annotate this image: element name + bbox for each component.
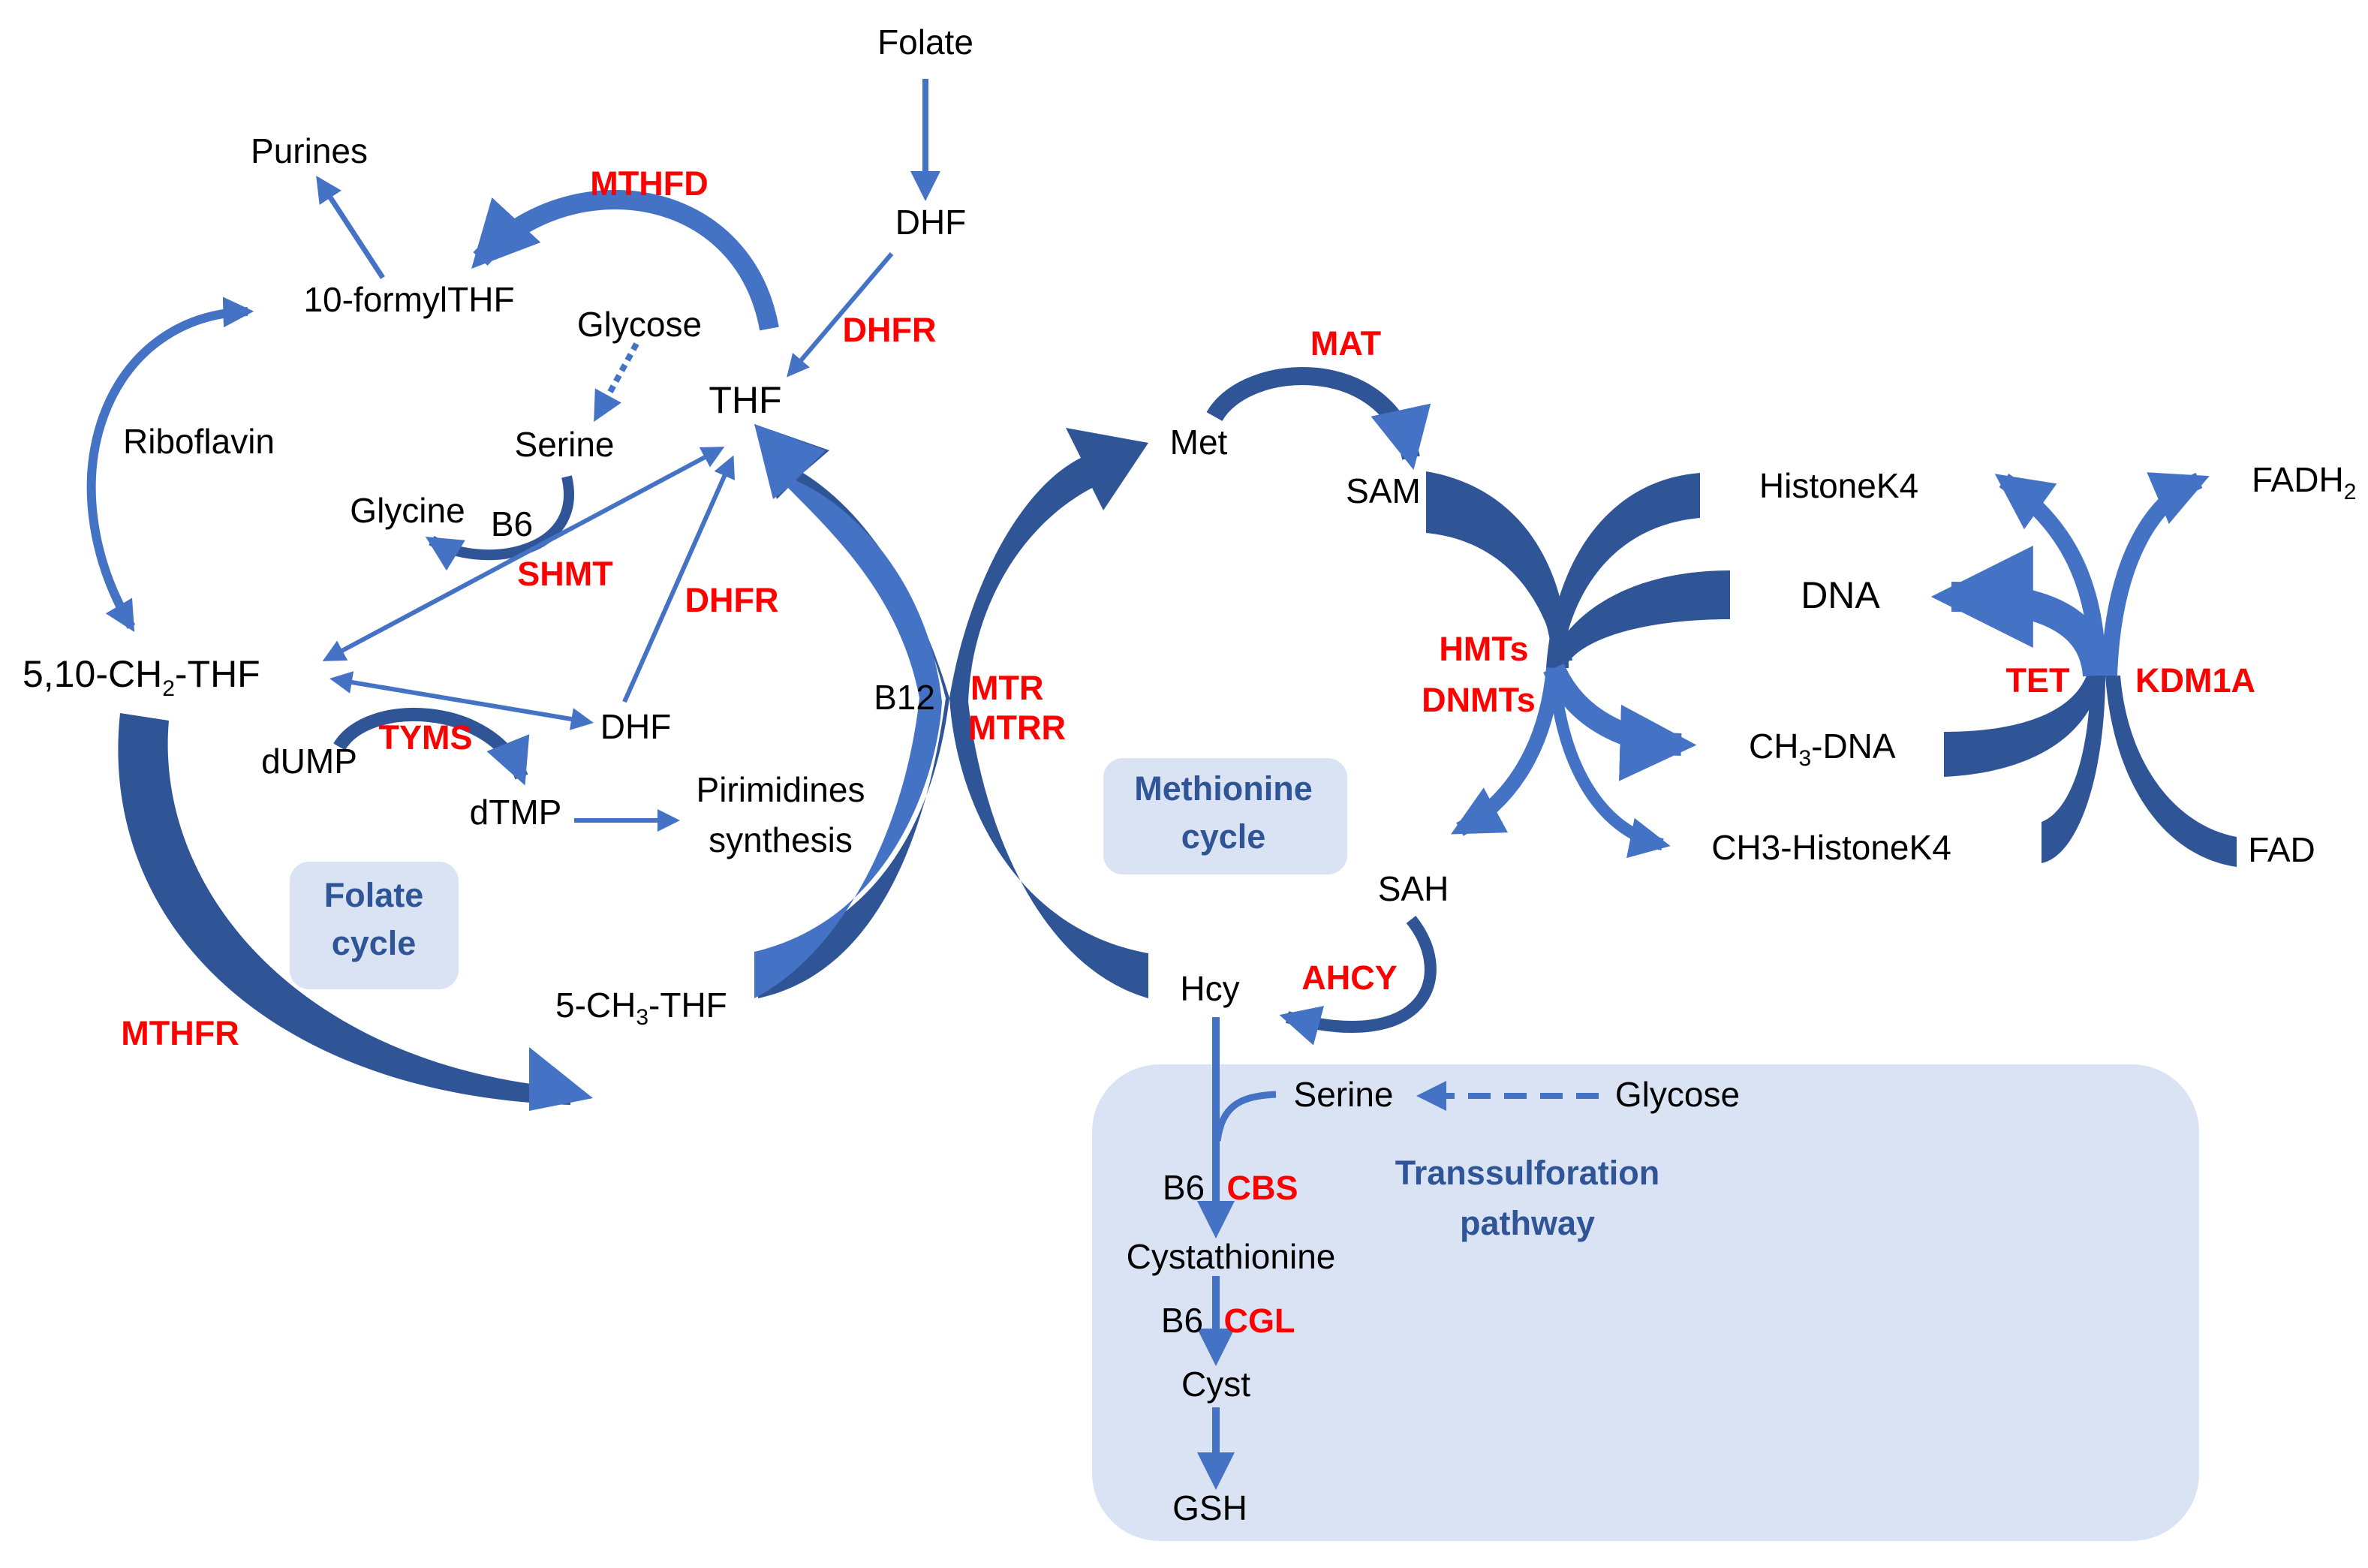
b6-cgl-label: B6 [1161,1301,1203,1340]
histone-label: HistoneK4 [1759,466,1918,505]
mtr-main-band [754,424,942,998]
methyl-thf-label: 5-CH3-THF [555,986,727,1030]
formyl-thf-label: 10-formylTHF [303,280,514,319]
dhf-mid-label: DHF [600,707,672,746]
transsulfuration-title-line1: Transsulforation [1395,1154,1660,1192]
mthfd-enzyme-label: MTHFD [590,164,708,203]
center-to-histone-arrow [1994,474,2106,676]
folate-cycle-title-line2: cycle [332,924,417,962]
mtr-enzyme-label: MTR [970,669,1043,707]
mat-arc-arrow [1206,367,1431,470]
cyst-label: Cyst [1181,1365,1250,1404]
histone-to-center-band [1546,473,1700,668]
fad-label: FAD [2248,830,2315,869]
dhfr-mid-enzyme-label: DHFR [685,581,779,619]
sam-band-main [1426,471,1569,668]
folate-cycle-title-line1: Folate [324,876,424,914]
tyms-enzyme-label: TYMS [378,718,472,757]
serine-trans-label: Serine [1294,1075,1394,1114]
center-to-ch3dna-arrow [1543,663,1697,781]
sah-label: SAH [1378,869,1449,908]
riboflavin-arc-arrow [86,296,254,633]
b12-label: B12 [874,678,935,717]
glycose-trans-label: Glycose [1615,1075,1740,1114]
dna-to-center-band [1546,570,1730,668]
dhf-to-methylene-double-arrow [329,671,594,730]
center-to-sah-arrow [1451,667,1561,836]
gsh-label: GSH [1172,1488,1247,1527]
mthfr-arrowhead [529,1047,593,1111]
serine-folate-label: Serine [515,425,615,464]
dhfr-mid-arrow [622,455,736,703]
dtmp-label: dTMP [470,793,562,832]
mtrr-enzyme-label: MTRR [968,709,1066,747]
dnmts-enzyme-label: DNMTs [1422,681,1536,719]
glycose-folate-label: Glycose [577,305,702,344]
sam-label: SAM [1346,471,1421,510]
tet-enzyme-label: TET [2006,661,2070,700]
serine-join-curve [1214,1091,1277,1142]
mtr-to-met-arrow [949,428,1148,998]
pirimidines-line1: Pirimidines [697,770,865,809]
folate-cycle-box [290,862,459,989]
mthfr-enzyme-label: MTHFR [121,1014,239,1052]
transsulfuration-title-line2: pathway [1460,1204,1595,1242]
b6-cbs-label: B6 [1163,1168,1205,1207]
kdm1a-enzyme-label: KDM1A [2135,661,2255,700]
thf-label: THF [709,379,781,421]
mthfr-arc-tail [118,713,570,1105]
fadh2-label: FADH2 [2252,460,2356,504]
mat-enzyme-label: MAT [1310,324,1381,363]
methionine-cycle-title-line2: cycle [1181,817,1266,856]
hmts-enzyme-label: HMTs [1439,630,1528,668]
tyms-arc-arrow [333,707,530,786]
shmt-enzyme-label: SHMT [517,555,613,593]
formyl-to-purines-arrow [316,176,385,279]
ahcy-enzyme-label: AHCY [1301,959,1398,997]
b6-shmt-label: B6 [491,504,533,543]
dhf-top-label: DHF [895,203,967,242]
dump-label: dUMP [261,742,357,781]
ch3dna-to-center-band [1944,676,2102,777]
cystathionine-label: Cystathionine [1127,1237,1336,1276]
pirimidines-line2: synthesis [709,820,853,859]
cgl-enzyme-label: CGL [1224,1302,1295,1340]
folate-label: Folate [877,23,973,62]
dhf-to-thf-arrow [787,252,894,378]
met-label: Met [1170,423,1228,462]
methionine-cycle-title-line1: Methionine [1134,769,1312,808]
ch3-dna-label: CH3-DNA [1749,727,1896,771]
ch3-histone-label: CH3-HistoneK4 [1711,828,1951,867]
dhfr-top-enzyme-label: DHFR [843,311,937,349]
methylene-thf-label: 5,10-CH2-THF [23,653,260,701]
glycine-label: Glycine [350,491,465,530]
transsulfuration-box [1092,1064,2199,1541]
dna-label: DNA [1801,574,1880,616]
methionine-cycle-box [1103,758,1347,874]
center-to-fadh2-arrow [2101,472,2210,676]
glycose-to-serine-dotted-arrow [594,342,639,423]
cbs-enzyme-label: CBS [1226,1169,1298,1207]
purines-label: Purines [251,131,368,170]
fad-to-center-band [2105,676,2237,867]
mthfd-arc-arrow [471,189,779,331]
mtr-to-thf-arrow [754,424,949,998]
hcy-label: Hcy [1180,969,1239,1008]
riboflavin-label: Riboflavin [123,422,275,461]
ahcy-arc-arrow [1279,916,1437,1046]
shmt-double-arrow [322,447,725,661]
ch3histone-to-center-band [2042,676,2105,863]
center-to-ch3histone-arrow [1548,667,1671,859]
